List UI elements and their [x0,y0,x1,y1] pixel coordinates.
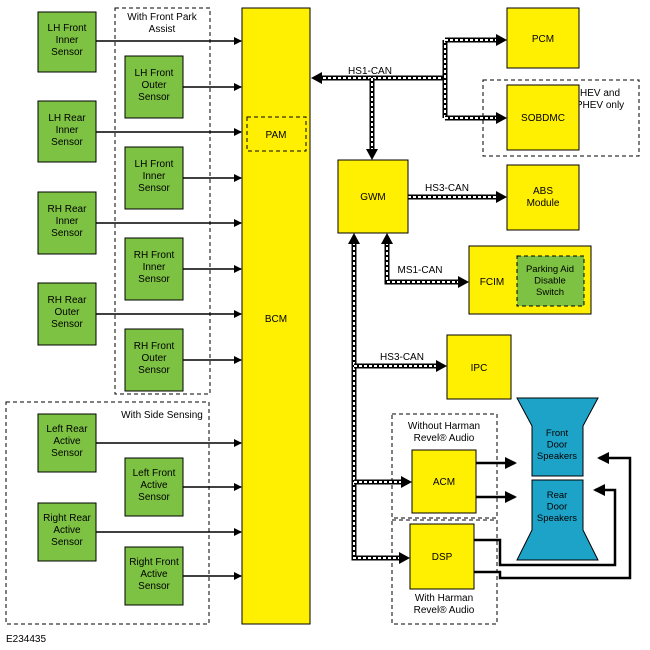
rh-rear-outer-sensor [37,282,97,346]
pcm-module [506,7,580,69]
without-harman-group [391,413,498,519]
ms1-can-bus [384,242,460,285]
rear-door-speakers [516,479,599,561]
right-front-active-sensor [124,546,184,606]
front-park-assist-group [114,7,211,395]
fcim-label: FCIM [480,277,504,288]
hs3-arrow-ipc [436,360,447,372]
ms1-arrow-gwm [381,233,393,244]
left-rear-active-sensor [37,413,97,473]
hev-phev-group [482,79,640,157]
ms1-can-label: MS1-CAN [397,265,442,276]
acm-label: ACM [433,477,455,488]
hs1-can-label: HS1-CAN [348,66,392,77]
ipc-label: IPC [471,363,488,374]
front-door-speakers [516,397,599,477]
right-rear-active-sensor [37,502,97,562]
gwm-module [337,159,409,234]
dsp-to-front-speakers [474,452,632,580]
sobdmc-label: SOBDMC [521,113,565,124]
hs3-can-ipc-label: HS3-CAN [380,352,424,363]
hs3-arrow-acm [401,476,412,488]
hs1-arrow-pcm [496,34,507,46]
hs1-arrow-bcm [311,72,322,84]
lh-rear-inner-sensor [37,100,97,163]
dsp-label: DSP [432,552,453,563]
ipc-module [446,334,512,400]
lh-front-outer-sensor [124,55,184,119]
rh-front-inner-sensor [124,237,184,301]
dsp-module [409,523,475,590]
left-front-active-sensor [124,457,184,517]
side-sensing-group [5,401,210,625]
hs3-arrow-abs [496,191,507,203]
rh-front-outer-sensor [124,328,184,392]
hs3-can-trunk [351,242,400,561]
dsp-to-rear-speakers [474,484,617,567]
gwm-label: GWM [360,192,386,203]
lh-front-inner-sensor [37,11,97,73]
acm-module [411,449,477,514]
hs3-arrow-gwm [348,233,360,244]
figure-code: E234435 [6,634,46,645]
side-sensing-label: With Side Sensing [121,410,203,421]
lh-front-inner-2-sensor [124,146,184,210]
pam-label: PAM [266,130,287,141]
hs1-arrow-gwm [366,149,378,160]
bcm-module [241,7,311,625]
pam-module [246,116,307,152]
pcm-label: PCM [532,34,554,45]
parking-aid-disable-switch [516,255,585,307]
ms1-arrow-fcim [458,276,469,288]
bcm-label: BCM [265,314,287,325]
hs1-arrow-sobdmc [496,112,507,124]
abs-module [506,164,580,231]
rh-rear-inner-sensor [37,191,97,255]
hs3-arrow-dsp [399,552,410,564]
hs3-can-abs-label: HS3-CAN [425,183,469,194]
sobdmc-module [506,84,580,151]
